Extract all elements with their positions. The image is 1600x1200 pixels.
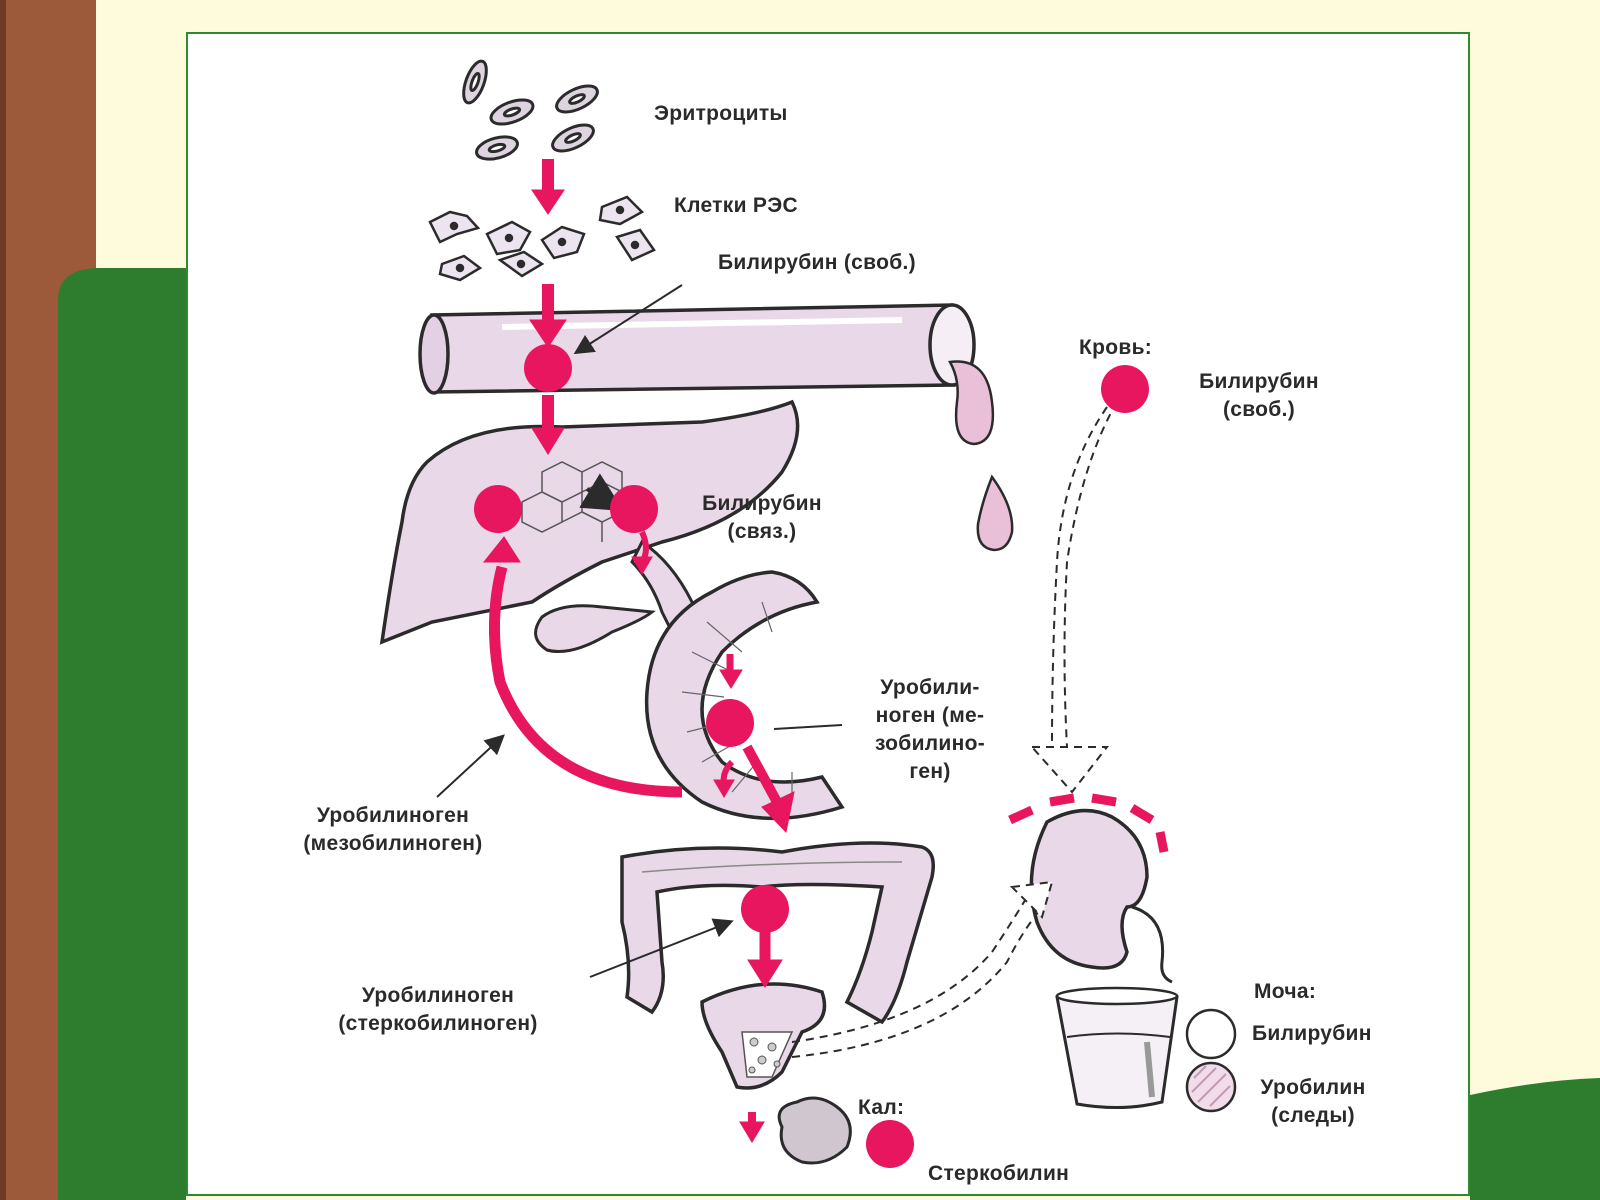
label-urobilinogen-gut-line3: зобилино- [874,732,986,755]
dot-urobilinogen-colon [741,885,789,933]
left-green-shape [58,268,186,1200]
dot-bilirubin-free-vessel [524,344,572,392]
blood-drop-1 [948,360,995,446]
label-blood-bilirubin-line1: Билирубин [1199,370,1319,393]
label-bilirubin-bound: Билирубин (связ.) [672,490,852,546]
dashed-colon-to-kidney-arrow [791,880,1054,1058]
label-blood-bilirubin-line2: (своб.) [1222,398,1296,421]
label-urobilinogen-gut: Уробили- ноген (ме- зобилино- ген) [840,674,1020,786]
blood-drop-2 [976,474,1014,552]
dot-bilirubin-bound [610,485,658,533]
label-urine-header: Моча: [1254,980,1317,1003]
label-bilirubin-bound-line1: Билирубин [702,492,822,515]
feces [777,1096,852,1165]
bilirubin-metabolism-diagram [379,59,1237,1168]
label-res-cells: Клетки РЭС [674,194,798,217]
dot-blood-bilirubin [1101,365,1149,413]
dot-liver-left [474,485,522,533]
label-urobilinogen-meso-line2: (мезобилиноген) [303,832,483,855]
label-urobilinogen-meso: Уробилиноген (мезобилиноген) [258,802,528,858]
diagram-panel: Эритроциты Клетки РЭС Билирубин (своб.) … [186,32,1470,1196]
kidney [1008,793,1173,984]
dot-urobilinogen-gut [706,699,754,747]
dot-stercobilin [866,1120,914,1168]
label-feces-header: Кал: [858,1096,905,1119]
label-bilirubin-bound-line2: (связ.) [727,520,797,543]
pigment-dots [474,344,1149,1168]
colon [620,841,935,1090]
pointer-lines [436,284,843,978]
right-green-shape [1470,1078,1600,1200]
label-blood-bilirubin: Билирубин (своб.) [1164,368,1354,424]
legend-bilirubin-circle [1185,1008,1237,1060]
label-stercobilin: Стеркобилин [928,1162,1070,1185]
label-urobilinogen-gut-line4: ген) [909,760,951,783]
label-erythrocytes: Эритроциты [654,102,788,125]
label-urine-urobilin: Уробилин (следы) [1238,1074,1388,1130]
label-blood-header: Кровь: [1079,336,1153,359]
legend-urobilin-hatch [1191,1065,1231,1107]
res-cells [428,195,656,282]
label-urine-bilirubin: Билирубин [1252,1022,1372,1045]
pigment-flow-arrows [482,159,795,1143]
label-urobilinogen-gut-line1: Уробили- [880,676,980,699]
left-brown-edge [0,0,6,1200]
urine-glass [1055,986,1179,1110]
dashed-blood-to-kidney-arrow [1029,401,1118,794]
blood-vessel [418,303,976,395]
label-bilirubin-free-top: Билирубин (своб.) [718,251,916,274]
label-urine-urobilin-line2: (следы) [1271,1104,1355,1127]
label-urine-urobilin-line1: Уробилин [1260,1076,1366,1099]
legend-urobilin-circle [1185,1061,1237,1113]
label-urobilinogen-sterco-line1: Уробилиноген [361,984,515,1007]
label-urobilinogen-meso-line1: Уробилиноген [316,804,470,827]
label-urobilinogen-sterco-line2: (стеркобилиноген) [338,1012,538,1035]
label-urobilinogen-gut-line2: ноген (ме- [875,704,985,727]
erythrocytes-cells [462,59,599,161]
label-urobilinogen-sterco: Уробилиноген (стеркобилиноген) [288,982,588,1038]
